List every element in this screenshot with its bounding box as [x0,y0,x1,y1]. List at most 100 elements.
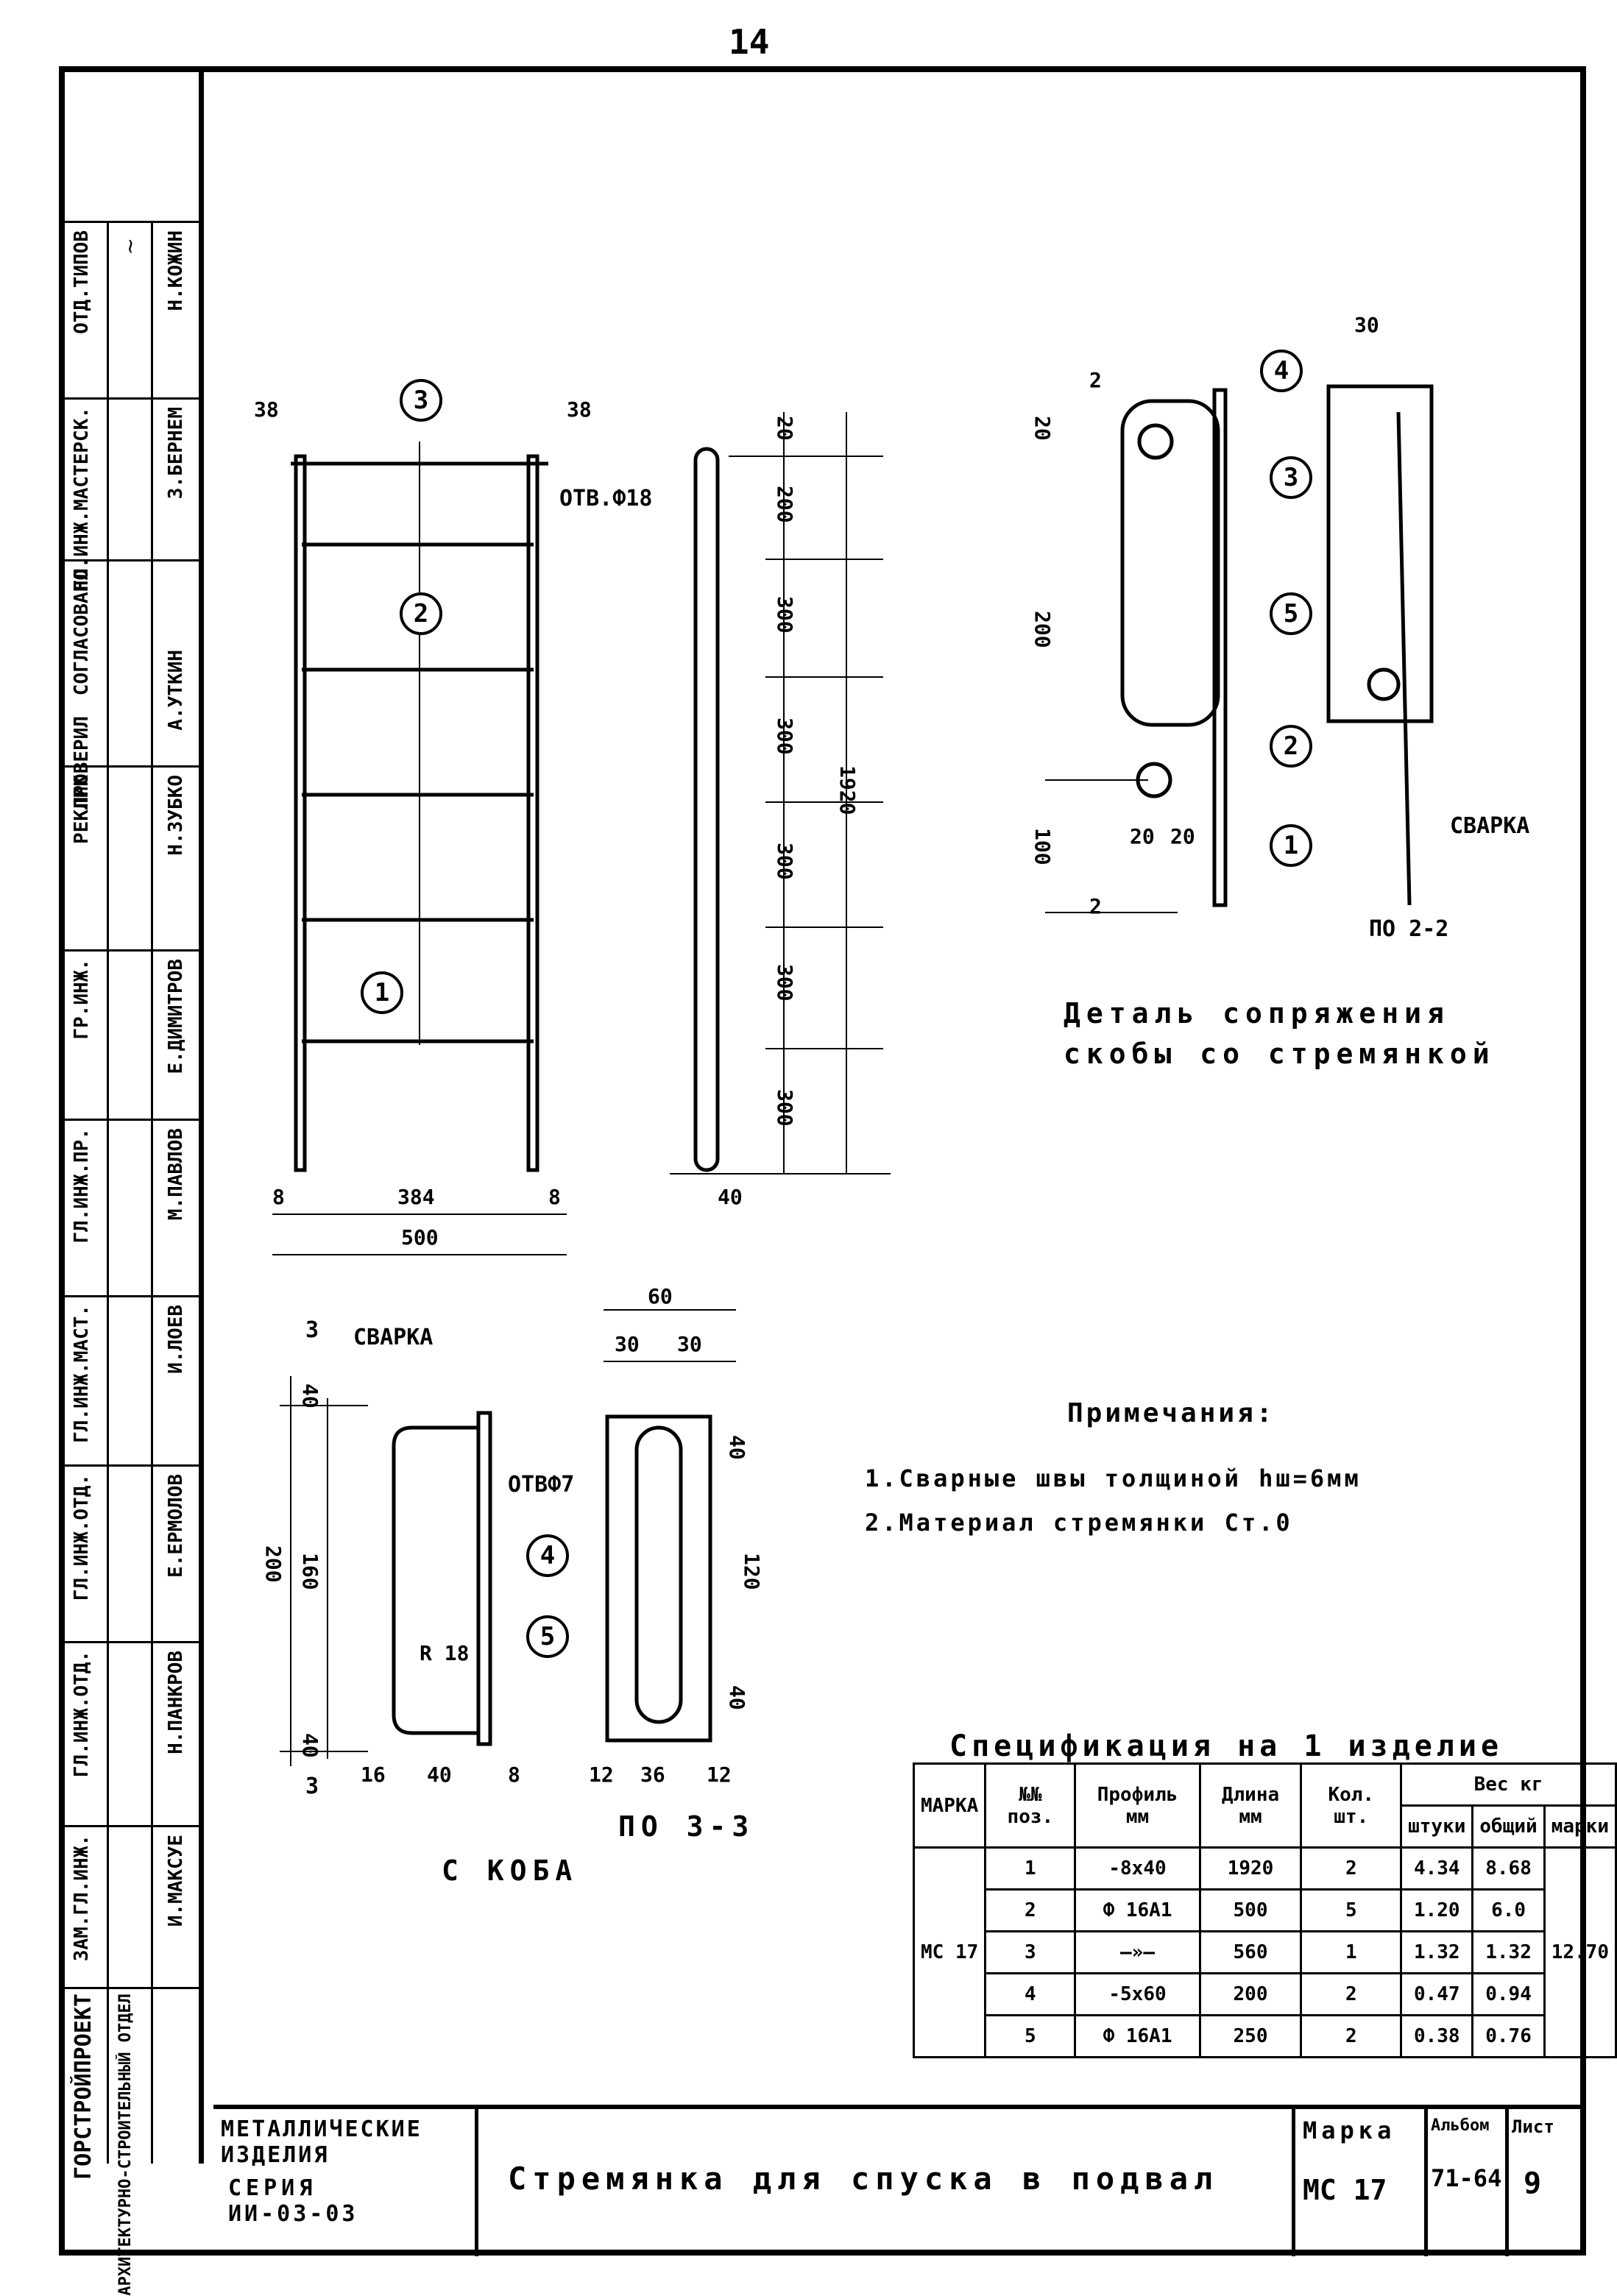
position-callout: 5 [1270,592,1312,635]
position-callout: 5 [526,1615,569,1658]
drawing-frame [59,66,1586,2256]
spec-mark-weight: 12.70 [1543,1846,1617,2058]
bracket-caption: С КОБА [442,1854,578,1887]
position-callout: 2 [1270,725,1312,768]
strip-divider [199,66,204,2164]
table-row: МС 17 1 -8x40 1920 2 4.34 8.68 12.70 [912,1846,1617,2058]
approval-strip: ОТД.ТИПОВ ~ Н.КОЖИН ГЛ.ИНЖ.МАСТЕРСК. З.Б… [65,221,199,2296]
note-item: 1.Сварные швы толщиной hш=6мм [865,1464,1362,1492]
sheet-cell: Лист 9 [1512,2116,1554,2200]
approval-cell: ГЛ.ИНЖ.ПР. М.ПАВЛОВ [65,1119,199,1295]
dim-label: 20 [1130,824,1155,848]
dim-label: 8 [272,1185,285,1209]
dim-label: 38 [254,397,279,422]
detail-caption: скобы со стремянкой [1064,1038,1496,1070]
spec-table: МАРКА №№ поз. Профиль мм Длина мм Кол. ш… [912,1762,1617,2058]
dim-label: 30 [1354,313,1379,337]
position-callout: 1 [1270,824,1312,867]
table-row: 5 Ф 16А1 250 2 0.38 0.76 [914,2014,1616,2058]
dim-label: 60 [648,1284,673,1308]
dim-label: 100 [1030,828,1055,865]
dim-label: 12 [589,1762,614,1787]
title-block: МЕТАЛЛИЧЕСКИЕ ИЗДЕЛИЯ СЕРИЯ ИИ-03-03 Стр… [213,2105,1580,2256]
position-callout: 4 [1260,350,1303,392]
dim-label: 20 [1030,416,1055,441]
section-label: ПО 2-2 [1369,916,1449,942]
spec-header: Длина мм [1198,1762,1303,1849]
dim-label: 120 [740,1553,764,1590]
detail-caption: Деталь сопряжения [1064,997,1450,1030]
section-caption: ПО 3-3 [618,1810,755,1843]
dim-label: 40 [718,1185,743,1209]
dim-label: 40 [298,1383,322,1409]
dim-label: 12 [707,1762,732,1787]
weld-label: СВАРКА [353,1325,434,1350]
dim-label: 200 [1030,611,1055,648]
dim-label: 300 [773,596,797,634]
dim-label: 1920 [835,765,860,815]
dim-label: 300 [773,964,797,1002]
position-callout: 1 [361,971,403,1014]
spec-header: Кол. шт. [1300,1762,1403,1849]
album-cell: Альбом 71-64 [1428,2109,1509,2256]
dim-label: 40 [298,1733,322,1758]
dim-label: 500 [401,1225,439,1250]
dim-label: 384 [397,1185,435,1209]
dim-label: 8 [508,1762,520,1787]
section-mark: 3 [305,1317,319,1343]
dim-label: 16 [361,1762,386,1787]
spec-title: Спецификация на 1 изделие [949,1729,1504,1763]
dim-label: 200 [261,1545,286,1583]
approval-cell: ГР.ИНЖ. Е.ДИМИТРОВ [65,949,199,1119]
spec-header: штуки [1400,1804,1474,1849]
approval-cell: ЗАМ.ГЛ.ИНЖ. И.МАКСУЕ [65,1825,199,1987]
spec-mark: МС 17 [912,1846,987,2058]
hole-label: ОТВФ7 [508,1472,575,1498]
position-callout: 2 [400,592,442,635]
radius-label: R 18 [420,1641,470,1665]
spec-header: марки [1543,1804,1617,1849]
spec-header: общий [1471,1804,1546,1849]
spec-header: Вес кг [1400,1762,1617,1807]
dim-label: 30 [677,1332,702,1356]
section-mark: 3 [305,1774,319,1799]
spec-header: МАРКА [912,1762,987,1849]
position-callout: 3 [400,379,442,422]
dim-label: 200 [773,486,797,523]
drawing-title: Стремянка для спуска в подвал [508,2161,1219,2197]
approval-cell: ГЛ.ИНЖ.ОТД. Е.ЕРМОЛОВ [65,1464,199,1641]
mark-cell: Марка МС 17 [1295,2109,1428,2256]
dim-label: 40 [725,1435,749,1460]
dim-label: 300 [773,843,797,880]
hole-label: ОТВ.Ф18 [559,486,653,511]
spec-header: Профиль мм [1074,1762,1201,1849]
series-cell: МЕТАЛЛИЧЕСКИЕ ИЗДЕЛИЯ СЕРИЯ ИИ-03-03 [213,2109,478,2256]
position-callout: 3 [1270,456,1312,499]
table-row: 3 —»— 560 1 1.32 1.32 [914,1930,1616,1974]
spec-header: №№ поз. [984,1762,1077,1849]
position-callout: 4 [526,1534,569,1577]
approval-cell: РЕКЛИК Н.ЗУБКО [65,765,199,949]
dim-label: 40 [427,1762,452,1787]
weld-label: СВАРКА [1450,813,1530,839]
title-cell: Стремянка для спуска в подвал [478,2109,1295,2256]
dim-label: 160 [298,1553,322,1590]
approval-cell: ОТД.ТИПОВ ~ Н.КОЖИН [65,221,199,397]
note-item: 2.Материал стремянки Ст.0 [865,1509,1293,1537]
dim-label: 300 [773,718,797,755]
table-row: 2 Ф 16А1 500 5 1.20 6.0 [914,1888,1616,1932]
dim-label: 2 [1089,894,1102,918]
page-number: 14 [729,22,770,62]
table-row: 4 -5x60 200 2 0.47 0.94 [914,1972,1616,2016]
dim-label: 36 [640,1762,665,1787]
approval-cell: СОГЛАСОВАНО ПРОВЕРИЛ А.УТКИН [65,559,199,808]
approval-cell: ГЛ.ИНЖ.МАСТЕРСК. З.БЕРНЕМ [65,397,199,591]
approval-cell: ГЛ.ИНЖ.ОТД. Н.ПАНКРОВ [65,1641,199,1825]
dim-label: 2 [1089,368,1102,392]
notes-title: Примечания: [1067,1398,1275,1428]
approval-cell: ГЛ.ИНЖ.МАСТ. И.ЛОЕВ [65,1295,199,1464]
dim-label: 300 [773,1089,797,1127]
dim-label: 20 [773,416,797,441]
dim-label: 8 [548,1185,561,1209]
